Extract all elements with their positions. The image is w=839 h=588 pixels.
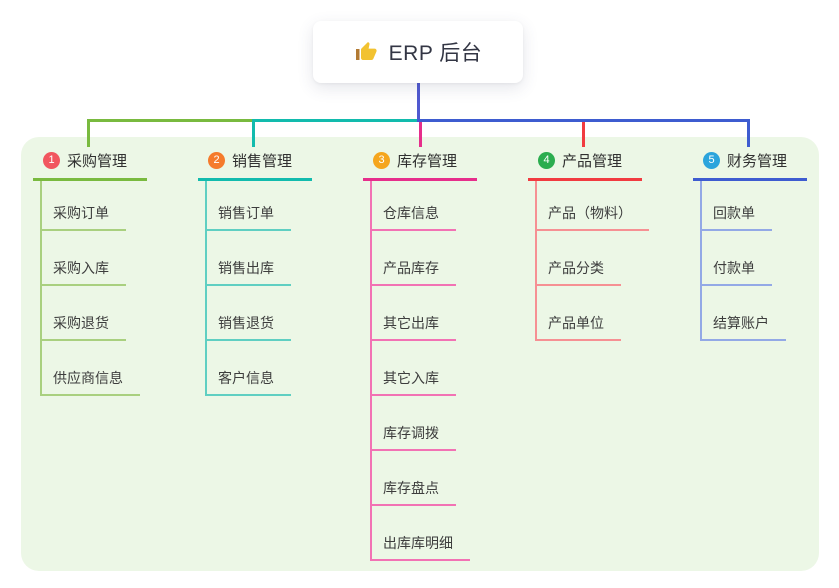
drop-line-branch-2 xyxy=(252,119,255,147)
node-product-unit[interactable]: 产品单位 xyxy=(537,286,649,341)
branch-children: 销售订单 销售出库 销售退货 客户信息 xyxy=(205,181,312,396)
drop-line-branch-5 xyxy=(747,119,750,147)
node-purchase-order[interactable]: 采购订单 xyxy=(42,181,147,231)
badge-3: 3 xyxy=(373,152,390,169)
badge-5: 5 xyxy=(703,152,720,169)
node-purchase-return[interactable]: 采购退货 xyxy=(42,286,147,341)
branch-label: 销售管理 xyxy=(232,153,293,170)
node-product-material[interactable]: 产品（物料） xyxy=(537,181,649,231)
branch-header-product[interactable]: 4 产品管理 xyxy=(528,147,642,181)
node-other-inbound[interactable]: 其它入库 xyxy=(372,341,477,396)
connector-branch-2 xyxy=(252,119,420,122)
branch-label: 库存管理 xyxy=(397,153,458,170)
branch-sales: 2 销售管理 销售订单 销售出库 销售退货 客户信息 xyxy=(198,147,312,396)
node-supplier-info[interactable]: 供应商信息 xyxy=(42,341,147,396)
branch-header-finance[interactable]: 5 财务管理 xyxy=(693,147,807,181)
badge-1: 1 xyxy=(43,152,60,169)
branch-header-purchase[interactable]: 1 采购管理 xyxy=(33,147,147,181)
branch-label: 产品管理 xyxy=(562,153,623,170)
connector-branch-5 xyxy=(417,119,750,122)
node-sales-outbound[interactable]: 销售出库 xyxy=(207,231,312,286)
node-customer-info[interactable]: 客户信息 xyxy=(207,341,312,396)
badge-2: 2 xyxy=(208,152,225,169)
thumbs-up-icon xyxy=(354,40,378,64)
branch-children: 仓库信息 产品库存 其它出库 其它入库 库存调拨 库存盘点 出库库明细 xyxy=(370,181,477,561)
branch-finance: 5 财务管理 回款单 付款单 结算账户 xyxy=(693,147,807,341)
node-outbound-detail[interactable]: 出库库明细 xyxy=(372,506,477,561)
root-node-erp[interactable]: ERP 后台 xyxy=(313,21,523,83)
node-warehouse-info[interactable]: 仓库信息 xyxy=(372,181,477,231)
node-stock-count[interactable]: 库存盘点 xyxy=(372,451,477,506)
branch-header-inventory[interactable]: 3 库存管理 xyxy=(363,147,477,181)
node-settlement-account[interactable]: 结算账户 xyxy=(702,286,807,341)
node-sales-return[interactable]: 销售退货 xyxy=(207,286,312,341)
drop-line-branch-3 xyxy=(419,122,422,147)
branch-children: 回款单 付款单 结算账户 xyxy=(700,181,807,341)
branch-children: 产品（物料） 产品分类 产品单位 xyxy=(535,181,649,341)
branch-purchase: 1 采购管理 采购订单 采购入库 采购退货 供应商信息 xyxy=(33,147,147,396)
branch-header-sales[interactable]: 2 销售管理 xyxy=(198,147,312,181)
root-stem-line xyxy=(417,83,420,120)
node-other-outbound[interactable]: 其它出库 xyxy=(372,286,477,341)
root-node-label: ERP 后台 xyxy=(388,42,483,65)
node-sales-order[interactable]: 销售订单 xyxy=(207,181,312,231)
mindmap-panel xyxy=(21,137,819,571)
drop-line-branch-1 xyxy=(87,119,90,147)
node-purchase-inbound[interactable]: 采购入库 xyxy=(42,231,147,286)
drop-line-branch-4 xyxy=(582,122,585,147)
badge-4: 4 xyxy=(538,152,555,169)
node-stock-transfer[interactable]: 库存调拨 xyxy=(372,396,477,451)
branch-label: 财务管理 xyxy=(727,153,788,170)
branch-inventory: 3 库存管理 仓库信息 产品库存 其它出库 其它入库 库存调拨 库存盘点 出库库… xyxy=(363,147,477,561)
branch-product: 4 产品管理 产品（物料） 产品分类 产品单位 xyxy=(528,147,649,341)
branch-children: 采购订单 采购入库 采购退货 供应商信息 xyxy=(40,181,147,396)
node-receipt-bill[interactable]: 回款单 xyxy=(702,181,807,231)
branch-label: 采购管理 xyxy=(67,153,128,170)
connector-branch-1 xyxy=(87,119,255,122)
node-product-category[interactable]: 产品分类 xyxy=(537,231,649,286)
node-product-stock[interactable]: 产品库存 xyxy=(372,231,477,286)
node-payment-bill[interactable]: 付款单 xyxy=(702,231,807,286)
